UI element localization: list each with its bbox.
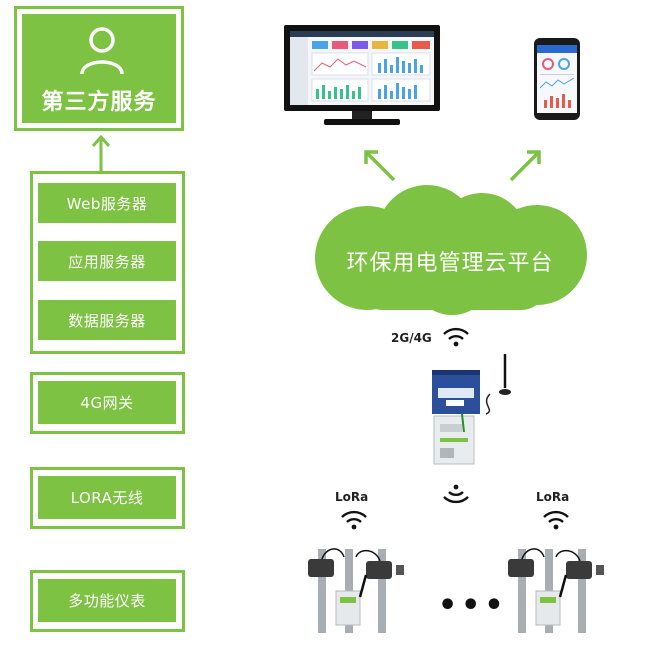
lora-box: LORA无线: [38, 476, 176, 519]
data-server-box: 数据服务器: [38, 300, 176, 340]
monitor-icon: [284, 25, 440, 125]
wifi-icon: [443, 327, 469, 347]
meter-assembly-left: [308, 548, 404, 633]
third-party-service-box: 第三方服务: [14, 6, 184, 131]
wifi-icon-right: [543, 510, 569, 530]
cloud-shape: [315, 185, 587, 315]
gateway-device: [432, 354, 511, 465]
meter-box: 多功能仪表: [38, 579, 176, 622]
phone-icon: [534, 38, 580, 120]
third-party-fill: 第三方服务: [22, 14, 176, 123]
user-icon: [80, 27, 124, 75]
gateway-box: 4G网关: [38, 381, 176, 424]
lora-label-left: LoRa: [335, 490, 369, 504]
wifi-icon-left: [341, 510, 367, 530]
web-server-box: Web服务器: [38, 183, 176, 223]
wifi-icon-down: [443, 484, 469, 504]
cloud-platform-label: 环保用电管理云平台: [346, 251, 554, 276]
meter-assembly-right: [508, 548, 604, 633]
network-label: 2G/4G: [391, 331, 432, 345]
arrow-to-phone-icon: [509, 150, 541, 182]
third-party-title: 第三方服务: [41, 90, 157, 115]
arrow-to-monitor-icon: [364, 150, 396, 182]
lora-label-right: LoRa: [536, 490, 570, 504]
app-server-box: 应用服务器: [38, 241, 176, 281]
more-devices-ellipsis: •••: [438, 588, 508, 623]
arrow-up-icon: [91, 134, 111, 174]
